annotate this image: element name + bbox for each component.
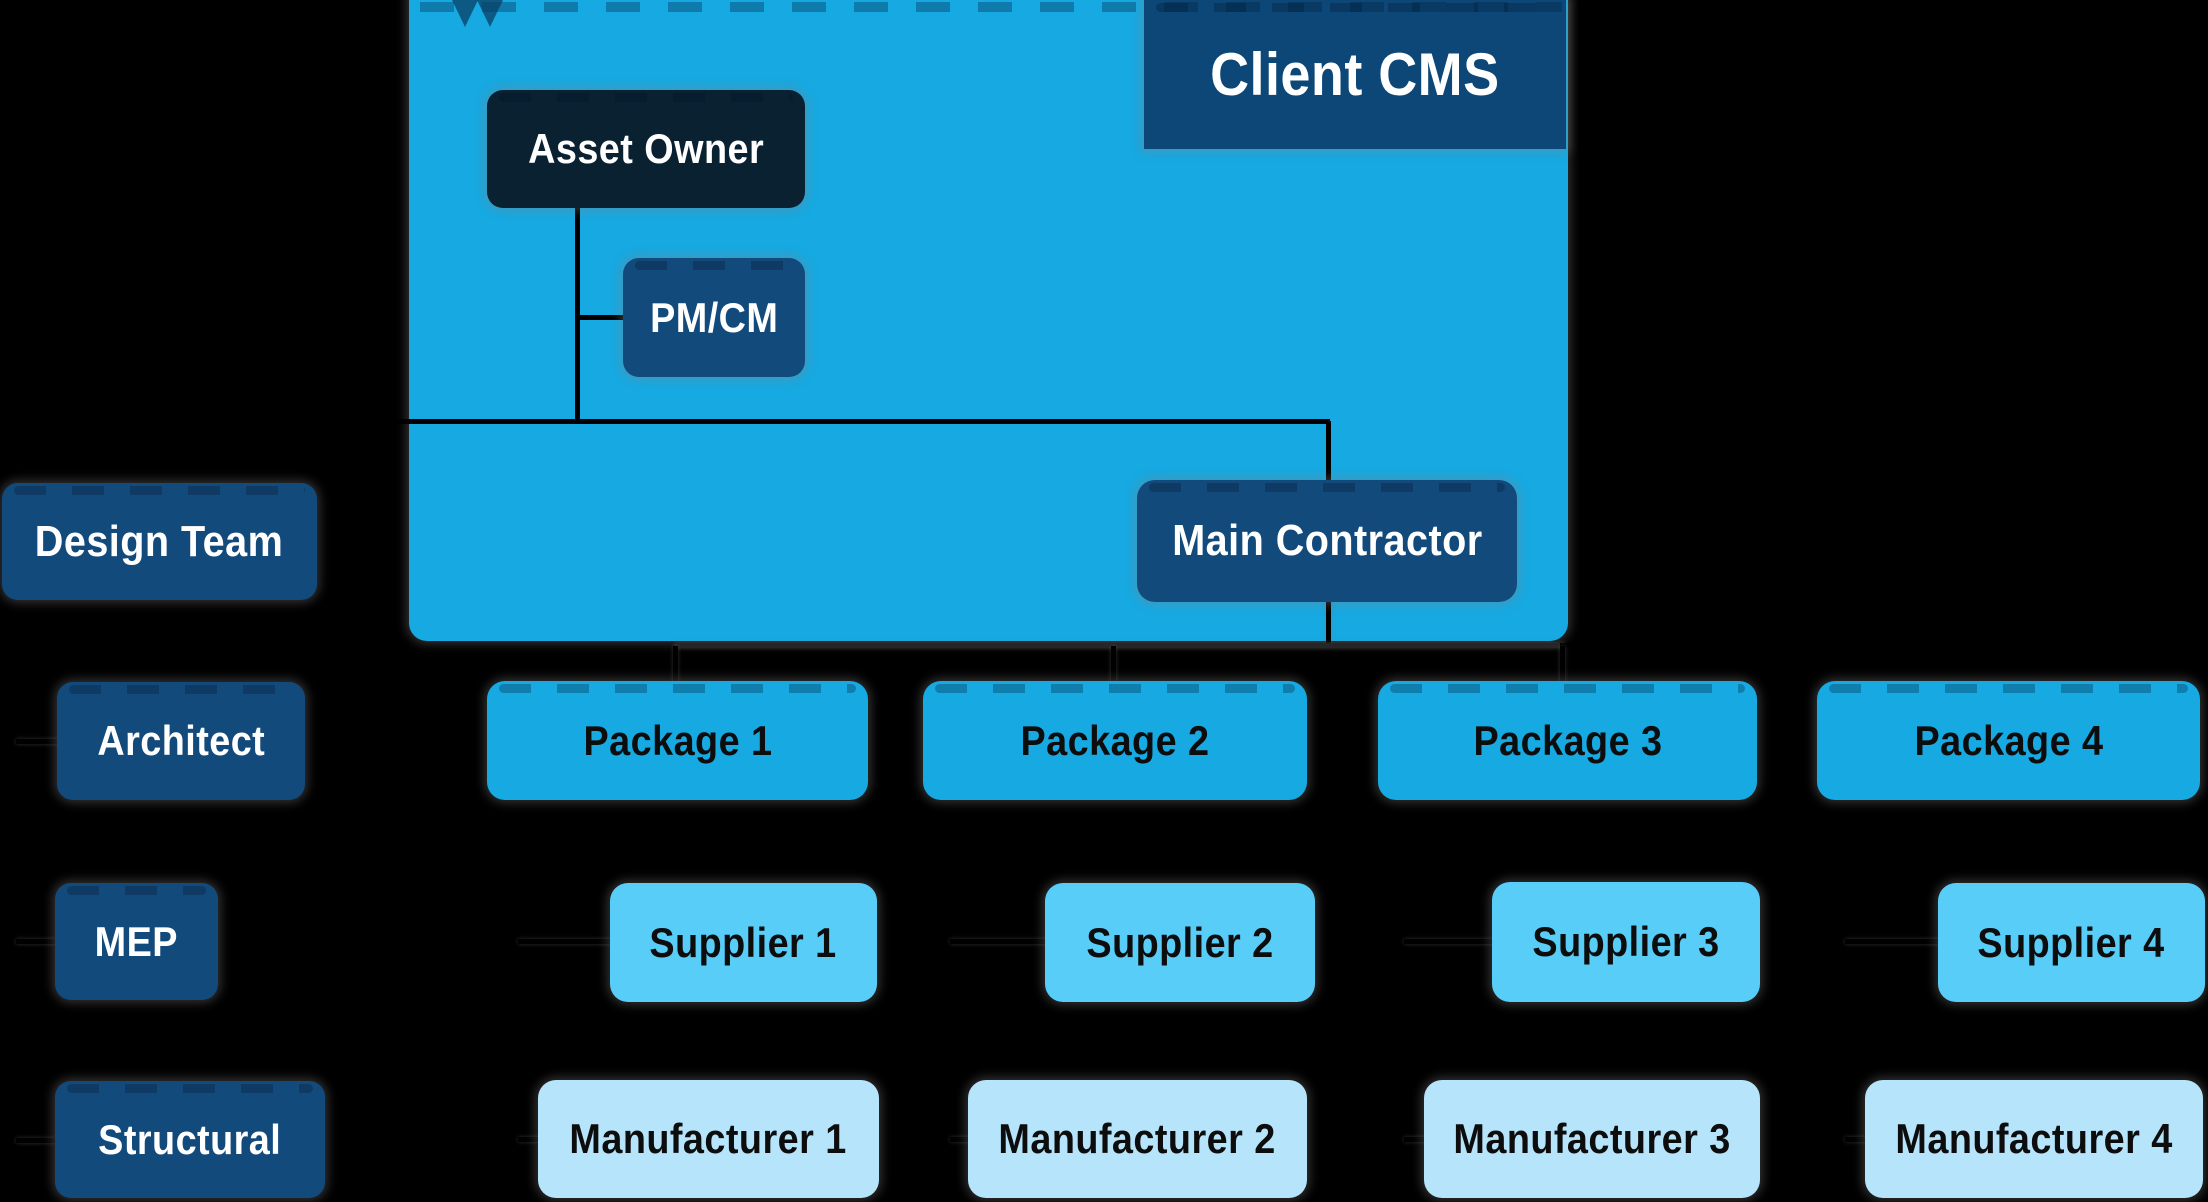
top-zigzag-artifact bbox=[477, 0, 503, 27]
node-supplier-2: Supplier 2 bbox=[1045, 883, 1315, 1002]
node-label: Manufacturer 3 bbox=[1453, 1115, 1731, 1162]
node-label: Architect bbox=[97, 717, 265, 764]
node-label: MEP bbox=[94, 917, 179, 965]
connector-manufacturer2-branch bbox=[950, 1137, 970, 1142]
connector-left-trunk bbox=[16, 598, 21, 1140]
connector-package2-stub bbox=[1111, 646, 1116, 682]
node-manufacturer-3: Manufacturer 3 bbox=[1424, 1080, 1760, 1198]
connector-manufacturer1-branch bbox=[518, 1137, 540, 1142]
connector-supplier2-branch bbox=[950, 939, 1047, 944]
node-label: Design Team bbox=[35, 516, 284, 566]
top-zigzag-artifact bbox=[452, 0, 478, 27]
node-manufacturer-4: Manufacturer 4 bbox=[1865, 1080, 2203, 1198]
node-label: PM/CM bbox=[649, 293, 779, 341]
connector-package1-stub bbox=[673, 646, 678, 682]
node-label: Manufacturer 1 bbox=[569, 1115, 848, 1162]
node-package-4: Package 4 bbox=[1817, 681, 2200, 800]
connector-asset-owner-stem bbox=[575, 206, 580, 421]
connector-manufacturer3-branch bbox=[1404, 1137, 1426, 1142]
connector-supplier3-branch bbox=[1404, 939, 1494, 944]
node-label: Supplier 3 bbox=[1532, 918, 1720, 965]
node-supplier-4: Supplier 4 bbox=[1938, 883, 2205, 1002]
connector-col1-trunk bbox=[518, 800, 523, 1141]
connector-design-team-drop bbox=[164, 421, 169, 485]
connector-main-contractor-drop bbox=[1326, 421, 1331, 482]
node-label: Manufacturer 2 bbox=[998, 1115, 1277, 1162]
node-mep: MEP bbox=[55, 883, 218, 1000]
node-pm-cm: PM/CM bbox=[623, 258, 805, 377]
node-manufacturer-2: Manufacturer 2 bbox=[968, 1080, 1307, 1198]
node-manufacturer-1: Manufacturer 1 bbox=[538, 1080, 879, 1198]
node-label: Supplier 1 bbox=[649, 918, 838, 966]
connector-main-contractor-stem bbox=[1326, 600, 1331, 646]
connector-supplier4-branch bbox=[1845, 939, 1940, 944]
node-label: Package 4 bbox=[1914, 716, 2103, 764]
node-label: Manufacturer 4 bbox=[1895, 1115, 2173, 1162]
node-label: Asset Owner bbox=[527, 125, 765, 172]
node-design-team: Design Team bbox=[2, 483, 317, 600]
connector-package4-stub bbox=[2007, 646, 2012, 682]
node-package-3: Package 3 bbox=[1378, 681, 1757, 800]
node-label: Main Contractor bbox=[1171, 516, 1483, 565]
client-cms-title: Client CMS bbox=[1210, 41, 1500, 108]
node-label: Supplier 2 bbox=[1086, 918, 1274, 966]
connector-pmcm-tee bbox=[577, 315, 625, 320]
connector-main-horizontal bbox=[164, 419, 1330, 424]
connector-package3-stub bbox=[1560, 646, 1565, 682]
node-label: Package 2 bbox=[1020, 716, 1210, 764]
node-asset-owner: Asset Owner bbox=[487, 90, 805, 208]
node-main-contractor: Main Contractor bbox=[1137, 480, 1517, 602]
node-package-2: Package 2 bbox=[923, 681, 1307, 800]
connector-supplier1-branch bbox=[518, 939, 612, 944]
node-structural: Structural bbox=[55, 1081, 325, 1198]
node-architect: Architect bbox=[57, 682, 305, 800]
node-label: Package 3 bbox=[1473, 716, 1662, 764]
connector-structural-branch bbox=[16, 1138, 56, 1143]
node-label: Package 1 bbox=[583, 716, 772, 764]
connector-col3-trunk bbox=[1404, 800, 1409, 1141]
node-package-1: Package 1 bbox=[487, 681, 868, 800]
connector-col4-trunk bbox=[1845, 800, 1850, 1141]
node-label: Structural bbox=[98, 1115, 282, 1163]
client-cms-title-box: Client CMS bbox=[1144, 0, 1566, 149]
connector-distribution-line-right bbox=[1560, 643, 2010, 648]
connector-distribution-line bbox=[675, 643, 1565, 648]
node-supplier-1: Supplier 1 bbox=[610, 883, 877, 1002]
connector-mep-branch bbox=[16, 939, 56, 944]
connector-architect-branch bbox=[16, 739, 58, 744]
connector-col2-trunk bbox=[950, 800, 955, 1141]
node-supplier-3: Supplier 3 bbox=[1492, 882, 1760, 1002]
node-label: Supplier 4 bbox=[1977, 918, 2166, 966]
connector-manufacturer4-branch bbox=[1845, 1137, 1867, 1142]
